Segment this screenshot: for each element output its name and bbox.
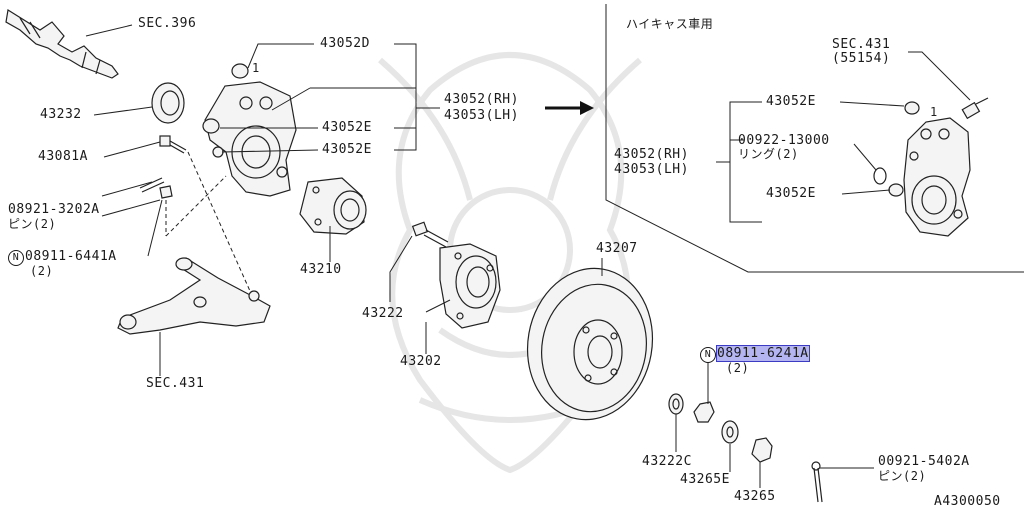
inset-knuckle-part xyxy=(873,97,989,237)
knuckle-part xyxy=(204,81,297,197)
label-43232: 43232 xyxy=(40,107,82,122)
wheel-bearing-part xyxy=(299,177,367,235)
small-parts xyxy=(668,393,773,463)
part-number: 08911-6441A xyxy=(25,249,117,264)
cotter-pin-part-right xyxy=(811,461,823,503)
label-sec431: SEC.431 xyxy=(146,376,205,391)
label-08921-3202a: 08921-3202A xyxy=(8,202,100,217)
inset-label-ring: リング(2) xyxy=(738,147,799,161)
label-pin-a: ピン(2) xyxy=(8,217,57,231)
label-43207: 43207 xyxy=(596,241,638,256)
label-43052e-a: 43052E xyxy=(322,120,372,135)
label-43222: 43222 xyxy=(362,306,404,321)
inset-title: ハイキャス車用 xyxy=(626,17,714,31)
n-symbol-icon: N xyxy=(700,347,716,363)
label-qty-b: (2) xyxy=(726,361,750,375)
wheel-hub-part xyxy=(411,221,501,329)
inset-label-sec431: SEC.431 xyxy=(832,37,891,52)
inset-label-43053-lh: 43053(LH) xyxy=(614,162,689,177)
arrow-to-inset xyxy=(545,101,594,115)
label-43210: 43210 xyxy=(300,262,342,277)
figure-code: A4300050 xyxy=(934,494,1001,509)
label-43265: 43265 xyxy=(734,489,776,504)
label-43052d: 43052D xyxy=(320,36,370,51)
label-00921-5402a: 00921-5402A xyxy=(878,454,970,469)
label-43052e-b: 43052E xyxy=(322,142,372,157)
label-43052-rh: 43052(RH) xyxy=(444,92,519,107)
n-symbol-icon: N xyxy=(8,250,24,266)
label-pin-b: ピン(2) xyxy=(878,469,927,483)
label-43081a: 43081A xyxy=(38,149,88,164)
inset-label-43052e-top: 43052E xyxy=(766,94,816,109)
cotter-pin-part xyxy=(139,177,173,199)
inset-border xyxy=(605,4,1024,273)
label-sec396: SEC.396 xyxy=(138,16,197,31)
bushing-parts xyxy=(202,63,249,158)
disc-rotor-part xyxy=(526,267,654,421)
label-qty-a: (2) xyxy=(30,264,54,278)
label-43202: 43202 xyxy=(400,354,442,369)
bolt-part xyxy=(159,135,187,154)
label-43265e: 43265E xyxy=(680,472,730,487)
oil-seal-part xyxy=(151,82,185,124)
inset-label-55154: (55154) xyxy=(832,51,891,66)
lower-arm-part xyxy=(117,257,271,335)
inset-label-00922-13000: 00922-13000 xyxy=(738,133,830,148)
part-number-highlighted: 08911-6241A xyxy=(716,345,810,362)
inset-callout-number: 1 xyxy=(930,105,937,119)
label-43222c: 43222C xyxy=(642,454,692,469)
drive-shaft-part xyxy=(5,9,119,79)
inset-label-43052e-bottom: 43052E xyxy=(766,186,816,201)
inset-label-43052-rh: 43052(RH) xyxy=(614,147,689,162)
label-43053-lh: 43053(LH) xyxy=(444,108,519,123)
callout-number: 1 xyxy=(252,61,259,75)
